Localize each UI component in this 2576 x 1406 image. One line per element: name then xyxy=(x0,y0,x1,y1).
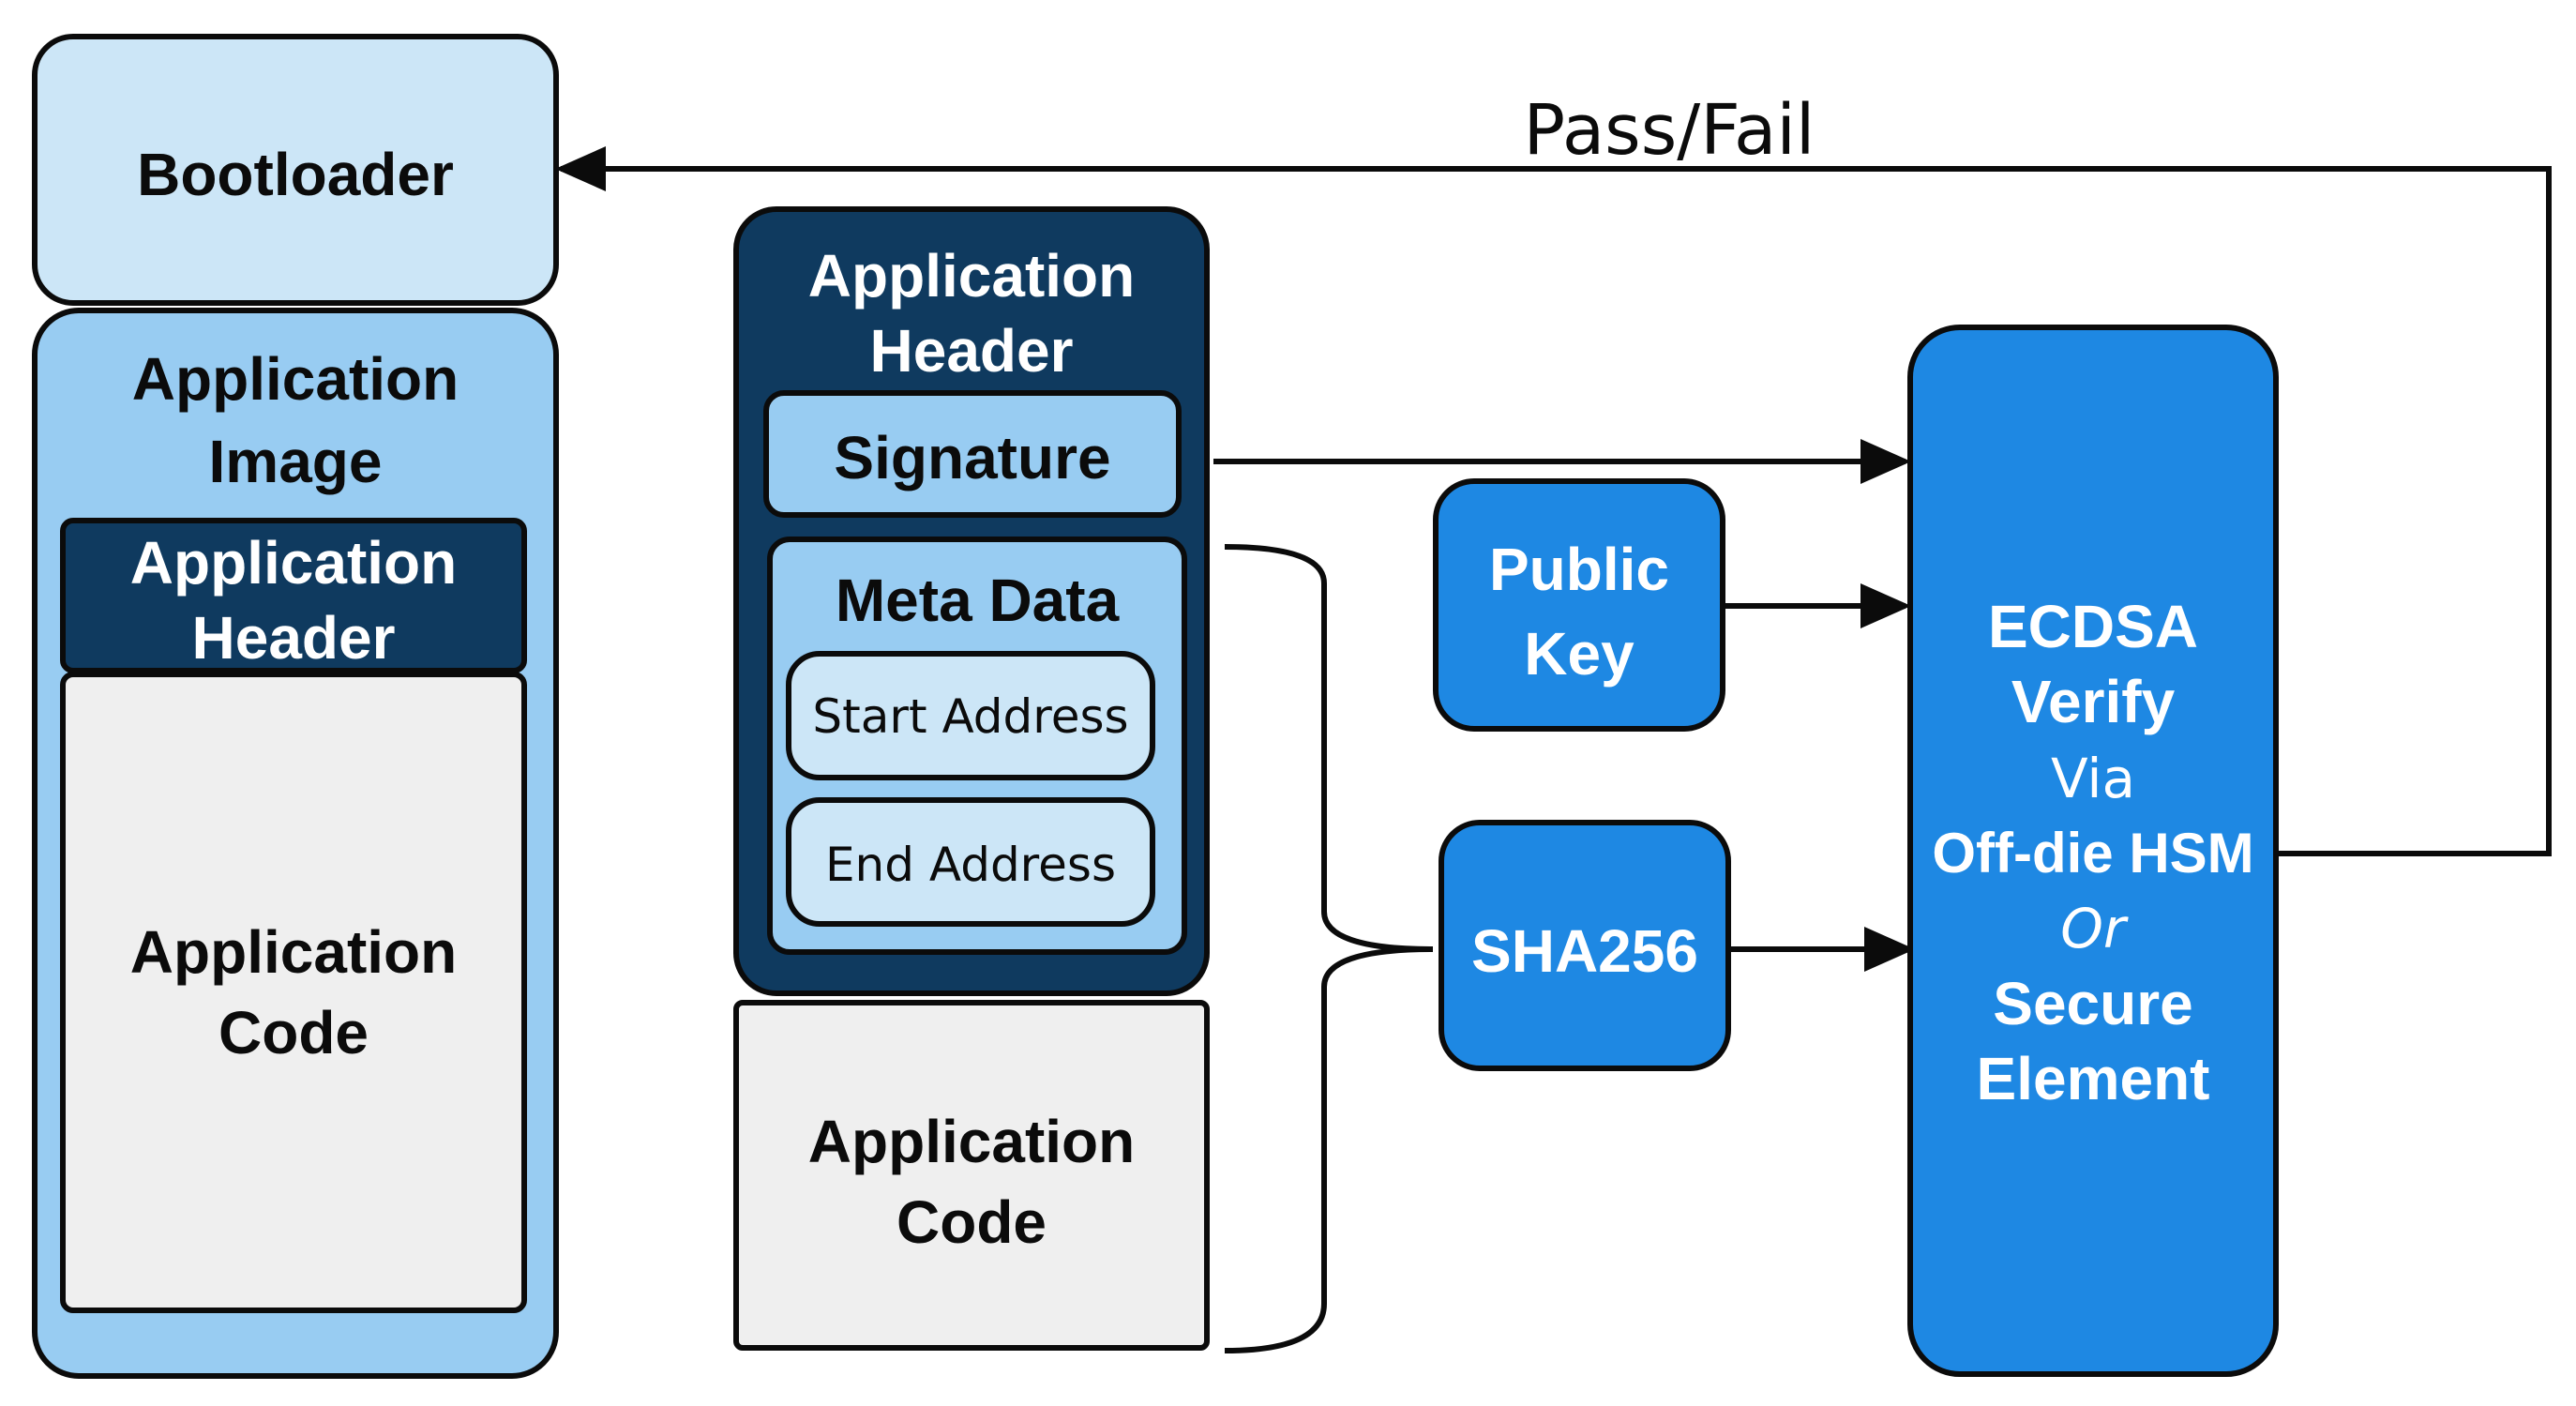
middle-application-header-label: Application Header xyxy=(807,242,1136,385)
ecdsa-verify-box: ECDSA Verify Via Off-die HSM Or Secure E… xyxy=(1907,325,2279,1377)
sha256-label: SHA256 xyxy=(1471,917,1698,985)
bootloader-box: Bootloader xyxy=(32,34,559,306)
ecdsa-line-1: ECDSA xyxy=(1987,593,2199,660)
end-address-label: End Address xyxy=(824,838,1117,892)
signature-label: Signature xyxy=(834,424,1111,491)
start-address-box: Start Address xyxy=(786,651,1155,780)
ecdsa-line-3: Via xyxy=(2050,747,2136,810)
hash-input-brace xyxy=(1224,544,1434,1353)
public-key-box: Public Key xyxy=(1433,478,1725,732)
sha256-box: SHA256 xyxy=(1439,820,1731,1071)
left-application-header-label: Application Header xyxy=(129,529,458,672)
pass-fail-label: Pass/Fail xyxy=(1523,90,1815,171)
ecdsa-line-6: Secure xyxy=(1993,970,2193,1037)
bootloader-label: Bootloader xyxy=(137,141,454,208)
end-address-box: End Address xyxy=(786,797,1155,927)
left-application-code-box: Application Code xyxy=(60,672,527,1313)
meta-data-label: Meta Data xyxy=(835,567,1120,634)
left-application-code-label: Application Code xyxy=(129,918,458,1066)
ecdsa-line-2: Verify xyxy=(2011,668,2176,735)
middle-application-code-label: Application Code xyxy=(807,1108,1136,1256)
pass-fail-feedback-arrow xyxy=(555,146,2552,856)
middle-application-code-box: Application Code xyxy=(733,1000,1210,1351)
public-key-label: Public Key xyxy=(1488,536,1670,688)
ecdsa-line-7: Element xyxy=(1976,1045,2210,1112)
left-application-header-box: Application Header xyxy=(60,518,527,673)
application-image-label: Application Image xyxy=(131,345,459,495)
ecdsa-line-5: Or xyxy=(2060,897,2126,960)
start-address-label: Start Address xyxy=(812,689,1129,744)
ecdsa-line-4: Off-die HSM xyxy=(1932,822,2254,884)
signature-box: Signature xyxy=(763,390,1182,518)
